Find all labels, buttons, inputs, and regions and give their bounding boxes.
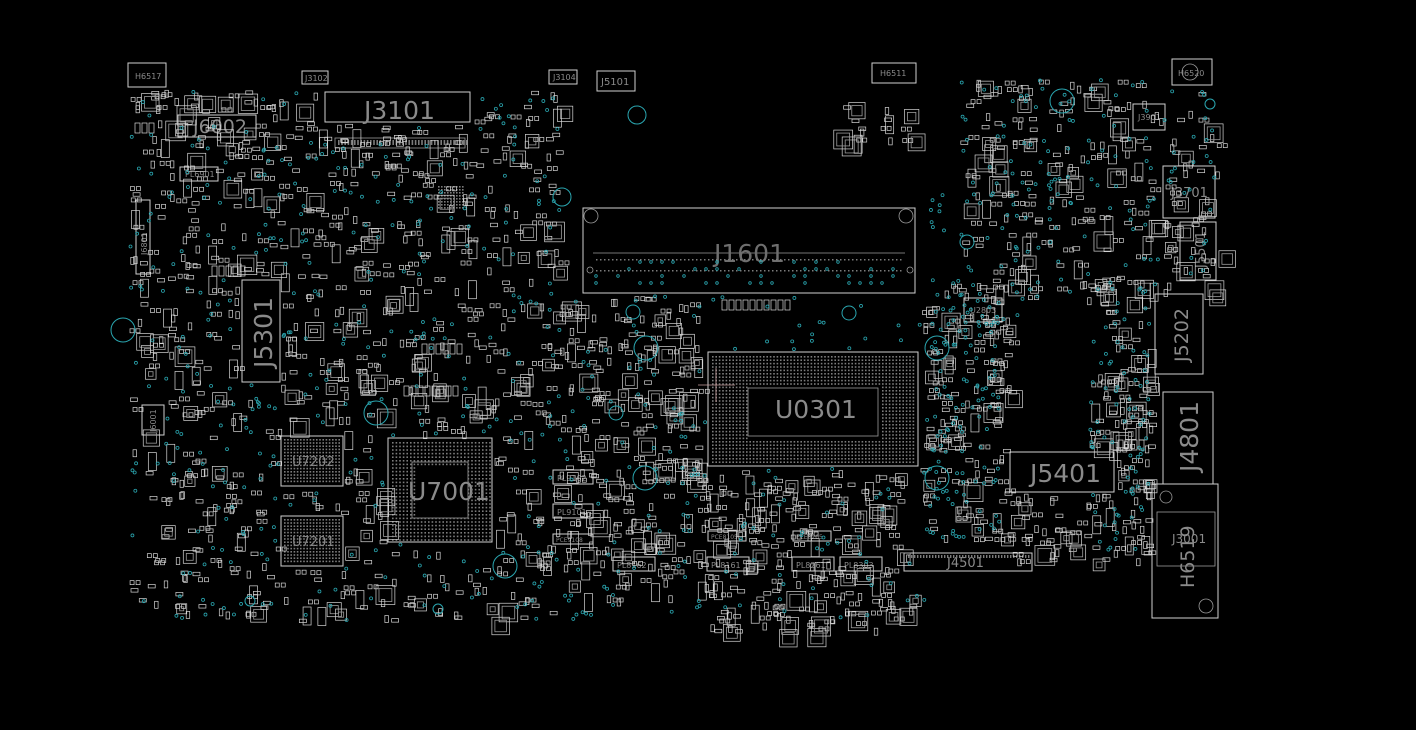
label-pl8162: PL8162	[617, 561, 647, 570]
part-pce8205[interactable]	[792, 530, 832, 542]
label-h6511: H6511	[880, 69, 906, 78]
part-j4501[interactable]	[903, 552, 1033, 572]
part-j5301[interactable]	[241, 279, 281, 383]
part-j6001[interactable]	[141, 404, 165, 436]
label-j5101: J5101	[600, 77, 629, 88]
label-j3901: J3901	[1137, 113, 1161, 122]
label-pce8105: PCE8105	[711, 534, 738, 541]
label-h6517: H6517	[135, 72, 161, 81]
part-j5401[interactable]	[1009, 451, 1115, 493]
label-pl6901: PL6901	[185, 170, 215, 179]
label-u7001: U7001	[408, 477, 490, 506]
part-j3104[interactable]	[548, 69, 578, 85]
vias	[128, 78, 1217, 622]
label-pce8205: PCE8205	[796, 534, 823, 541]
part-h6517[interactable]	[127, 62, 167, 88]
part-j3102[interactable]	[301, 70, 329, 85]
bga-ball-grids	[284, 140, 1030, 563]
label-h6520: H6520	[1178, 69, 1204, 78]
part-pl8303[interactable]	[839, 556, 883, 572]
label-j5401: J5401	[1028, 459, 1101, 488]
part-u0301[interactable]	[707, 351, 919, 467]
part-pce9108[interactable]	[552, 533, 594, 545]
label-j4801: J4801	[1175, 401, 1204, 474]
part-pl8162[interactable]	[612, 556, 656, 572]
label-j4501: J4501	[946, 556, 984, 571]
part-u7202[interactable]	[280, 435, 344, 487]
label-j3101: J3101	[362, 96, 435, 125]
label-pl9101: PL9101	[557, 508, 587, 517]
label-j3104: J3104	[552, 73, 576, 82]
label-j3102: J3102	[304, 74, 328, 83]
part-u7201[interactable]	[280, 515, 344, 567]
part-j5202[interactable]	[1154, 293, 1204, 375]
cursor-crosshair-icon	[698, 368, 735, 402]
label-j5301: J5301	[249, 297, 278, 370]
label-u0301: U0301	[775, 395, 857, 424]
label-pce9108: PCE9108	[556, 537, 583, 544]
label-h6519: H6519	[1177, 525, 1199, 588]
label-u2803: U2803	[970, 306, 996, 315]
part-j5101[interactable]	[596, 70, 636, 92]
part-h6511[interactable]	[871, 62, 917, 84]
label-j6002: J6002	[192, 116, 247, 138]
label-j1601: J1601	[712, 239, 785, 268]
small-components	[129, 79, 1236, 648]
label-j3001: J3001	[1171, 532, 1206, 546]
label-j3701: J3701	[1170, 186, 1208, 201]
part-j3901[interactable]	[1132, 103, 1166, 131]
label-j6001: J6001	[149, 409, 158, 433]
part-h6520[interactable]	[1171, 58, 1213, 86]
part-j3101[interactable]	[324, 91, 471, 123]
part-j1601[interactable]	[582, 207, 916, 294]
label-j5202: J5202	[1171, 308, 1193, 363]
mounting-holes	[110, 88, 1216, 615]
part-pce8105[interactable]	[707, 530, 747, 542]
label-j6801: J6801	[140, 232, 149, 256]
part-j5501[interactable]	[1179, 221, 1217, 281]
part-u7001[interactable]	[387, 437, 493, 543]
part-j6801[interactable]	[135, 199, 151, 275]
